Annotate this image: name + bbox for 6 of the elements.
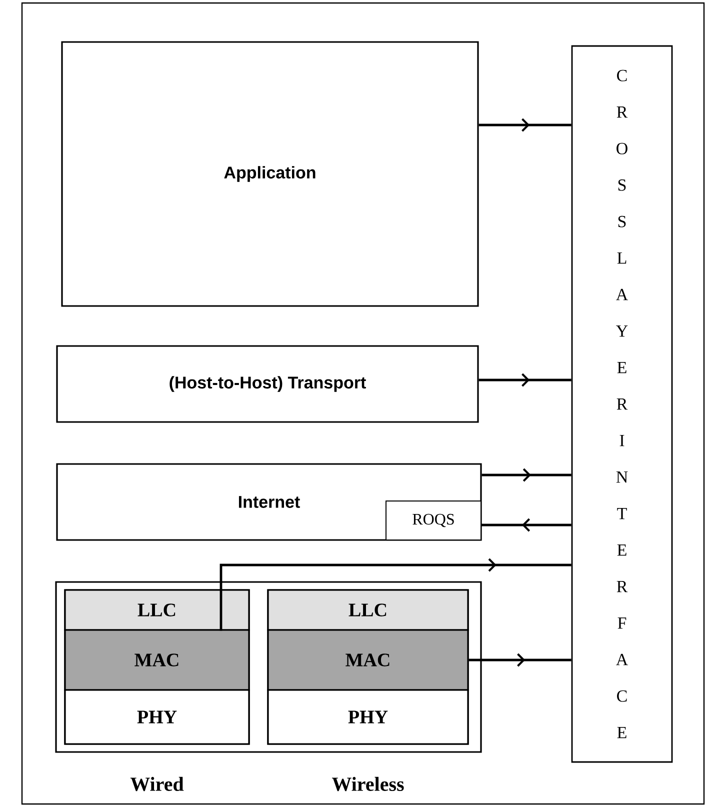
- layer-box: (Host-to-Host) Transport: [56, 345, 479, 423]
- module-box: ROQS: [386, 500, 482, 540]
- interface-bar: CROSSLAYERINTERFACE: [571, 45, 673, 763]
- stack-caption: Wireless: [332, 776, 404, 792]
- layer-box: Application: [61, 41, 479, 307]
- stack-caption: Wired: [130, 776, 184, 792]
